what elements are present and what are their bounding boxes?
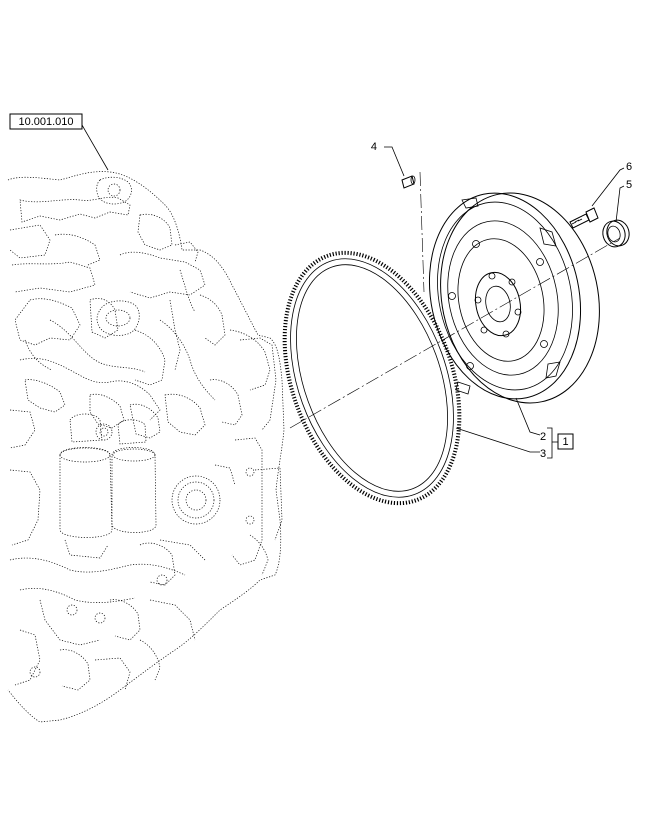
callout-5: 5 bbox=[626, 179, 632, 191]
reference-box-label: 10.001.010 bbox=[18, 116, 73, 128]
ring-gear bbox=[282, 250, 462, 506]
callout-2: 2 bbox=[540, 431, 546, 443]
leader-lines bbox=[81, 124, 625, 459]
dowel-pin bbox=[401, 175, 416, 189]
callout-3: 3 bbox=[540, 448, 546, 460]
center-lines bbox=[289, 171, 621, 429]
reference-box: 10.001.010 bbox=[9, 113, 83, 130]
callout-6: 6 bbox=[626, 161, 632, 173]
kit-box-label: 1 bbox=[562, 436, 568, 448]
bolt bbox=[569, 207, 599, 229]
callout-4: 4 bbox=[371, 141, 377, 153]
pilot-bearing bbox=[602, 219, 630, 248]
flywheel bbox=[428, 192, 600, 404]
kit-box: 1 bbox=[557, 433, 574, 450]
engine-block-outline bbox=[7, 171, 285, 723]
